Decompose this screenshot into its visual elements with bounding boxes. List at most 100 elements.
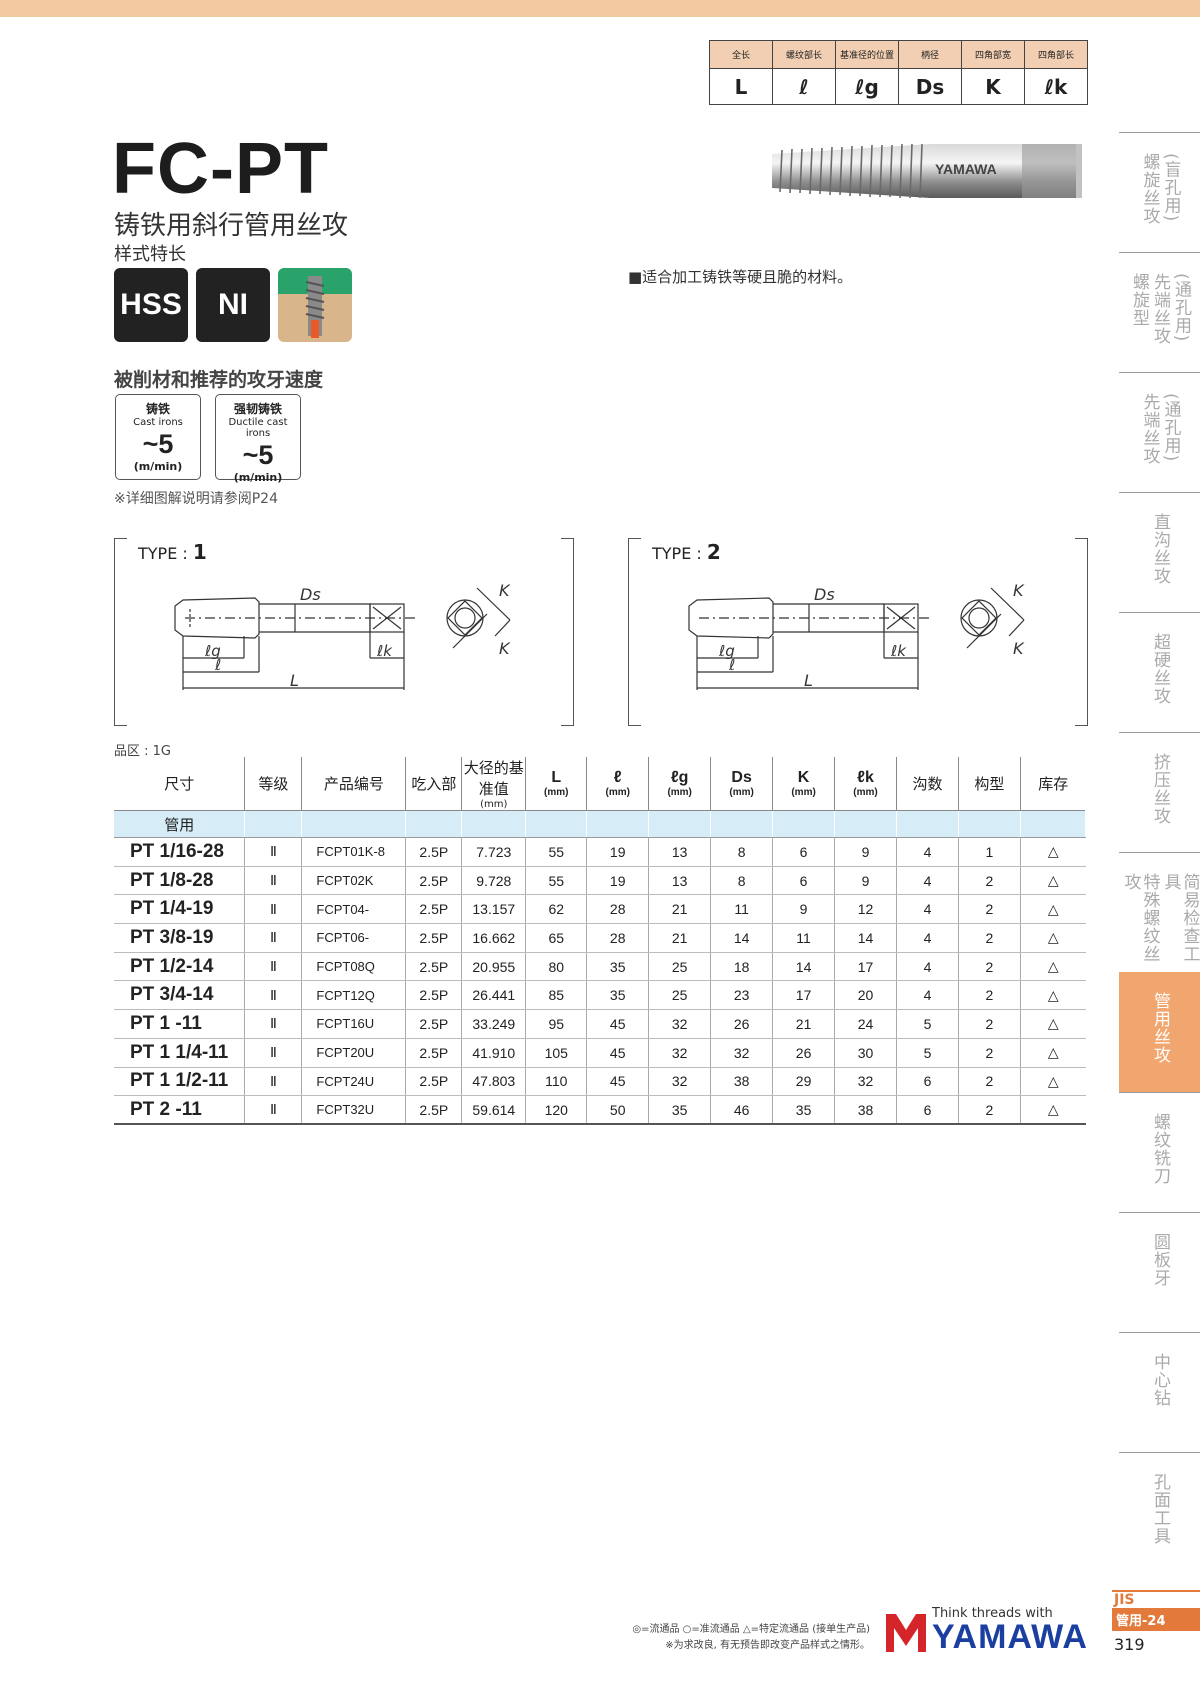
sidebar-category-label: 特殊螺纹丝攻 (1120, 873, 1160, 963)
sidebar-category-label: (通孔用) (1171, 273, 1191, 343)
sidebar-category-label: 直沟丝攻 (1150, 513, 1170, 585)
table-cell: 38 (710, 1067, 774, 1097)
material-card: 铸铁 Cast irons ~5 (m/min) (115, 394, 201, 480)
sidebar-category-label: 圆板牙 (1150, 1233, 1170, 1287)
sidebar-category[interactable]: 特殊螺纹丝攻简易检查工具 (1119, 852, 1200, 972)
sidebar-category[interactable]: 孔面工具 (1119, 1452, 1200, 1572)
table-cell: 65 (525, 923, 588, 953)
sidebar-category-label: 螺纹铣刀 (1150, 1113, 1170, 1185)
table-cell: 85 (525, 980, 588, 1011)
sidebar-category[interactable]: 超硬丝攻 (1119, 612, 1200, 732)
type-2-diagram: Ds ℓg ℓ L ℓk K K TYPE : 2 (628, 538, 1088, 726)
table-cell: Ⅱ (244, 1067, 303, 1097)
sidebar-category[interactable]: 螺旋丝攻(盲孔用) (1119, 132, 1200, 252)
legend-symbol: L (709, 68, 773, 105)
spec-badges: HSS NI (114, 268, 352, 342)
column-header: Ds(mm) (710, 757, 774, 811)
column-header: 大径的基准值(mm) (461, 757, 527, 811)
column-header: L(mm) (525, 757, 588, 811)
sidebar-category-label: 螺旋丝攻 (1139, 153, 1160, 225)
table-cell: PT 1 -11 (114, 1009, 246, 1039)
table-cell: 55 (525, 837, 588, 867)
table-cell: 21 (772, 1009, 836, 1039)
sidebar-category[interactable]: 先端丝攻(通孔用) (1119, 372, 1200, 492)
table-cell: FCPT01K-8 (301, 837, 407, 867)
table-cell: FCPT32U (301, 1095, 407, 1126)
table-cell: △ (1020, 894, 1086, 925)
table-cell: 6 (772, 866, 836, 896)
table-cell: 4 (896, 923, 959, 953)
legend-header: 四角部宽 (961, 40, 1025, 69)
table-cell: PT 1/8-28 (114, 866, 246, 896)
table-cell: PT 1/2-14 (114, 952, 246, 982)
speed-unit: (m/min) (133, 460, 183, 473)
sidebar-category[interactable]: 直沟丝攻 (1119, 492, 1200, 612)
table-cell: 2 (958, 1067, 1021, 1097)
column-header: ℓk(mm) (834, 757, 897, 811)
stock-legend: ◎=流通品 ○=准流通品 △=特定流通品 (接单生产品) (632, 1624, 870, 1635)
jis-label: JIS (1112, 1590, 1200, 1608)
table-cell: Ⅱ (244, 1038, 303, 1068)
section-label: 管用 (114, 810, 246, 838)
table-cell: 5 (896, 1038, 959, 1068)
legend-header: 全长 (709, 40, 773, 69)
table-cell: 2.5P (405, 1067, 463, 1097)
table-cell: 21 (648, 894, 712, 925)
table-cell: 5 (896, 1009, 959, 1039)
table-cell: 120 (525, 1095, 588, 1126)
sidebar-category[interactable]: 螺纹铣刀 (1119, 1092, 1200, 1212)
table-cell: △ (1020, 1009, 1086, 1039)
table-cell: 59.614 (461, 1095, 527, 1126)
materials-label: 被削材和推荐的攻牙速度 (114, 369, 324, 391)
table-cell: 28 (586, 923, 650, 953)
table-cell: 14 (772, 952, 836, 982)
legend-header: 柄径 (898, 40, 962, 69)
column-header: 吃入部 (405, 757, 463, 811)
table-cell: 2.5P (405, 923, 463, 953)
table-cell: PT 1/4-19 (114, 894, 246, 925)
sidebar-category[interactable]: 中心钻 (1119, 1332, 1200, 1452)
sidebar-category-label: 管用丝攻 (1150, 992, 1170, 1064)
label-l: ℓ (728, 656, 735, 674)
table-cell: 32 (648, 1067, 712, 1097)
sidebar-category[interactable]: 圆板牙 (1119, 1212, 1200, 1332)
table-cell: 13.157 (461, 894, 527, 925)
table-cell: 80 (525, 952, 588, 982)
column-header: 库存 (1038, 775, 1069, 793)
table-cell: FCPT16U (301, 1009, 407, 1039)
table-cell: 2 (958, 866, 1021, 896)
legend-symbol: ℓg (835, 68, 899, 105)
sidebar-category-label: 挤压丝攻 (1150, 753, 1170, 825)
legend-symbol: ℓk (1024, 68, 1088, 105)
table-cell: 11 (710, 894, 774, 925)
type-2-drawing: Ds ℓg ℓ L ℓk K K (688, 581, 1025, 690)
table-cell: △ (1020, 1067, 1086, 1097)
table-cell: 4 (896, 894, 959, 925)
reference-note: ※详细图解说明请参阅P24 (114, 491, 278, 507)
sidebar-category[interactable]: 螺旋型先端丝攻(通孔用) (1119, 252, 1200, 372)
table-cell: PT 3/8-19 (114, 923, 246, 953)
table-cell: 6 (772, 837, 836, 867)
sidebar-category[interactable]: 挤压丝攻 (1119, 732, 1200, 852)
table-cell: 21 (648, 923, 712, 953)
table-cell: 33.249 (461, 1009, 527, 1039)
material-name-en: Ductile cast irons (228, 417, 288, 439)
label-lg: ℓg (204, 642, 221, 660)
table-cell: 13 (648, 866, 712, 896)
category-sidebar: 螺旋丝攻(盲孔用)螺旋型先端丝攻(通孔用)先端丝攻(通孔用) 直沟丝攻超硬丝攻挤压… (1119, 132, 1200, 1572)
type-1-drawing: Ds ℓg ℓ L ℓk K K (174, 581, 511, 690)
table-cell: FCPT08Q (301, 952, 407, 982)
table-cell: 8 (710, 866, 774, 896)
table-cell: PT 2 -11 (114, 1095, 246, 1126)
column-header: 构型 (958, 757, 1021, 811)
table-cell: △ (1020, 866, 1086, 896)
style-label: 样式特长 (114, 244, 186, 265)
column-header: ℓ(mm) (586, 757, 650, 811)
sidebar-category[interactable]: 管用丝攻 (1119, 972, 1200, 1092)
